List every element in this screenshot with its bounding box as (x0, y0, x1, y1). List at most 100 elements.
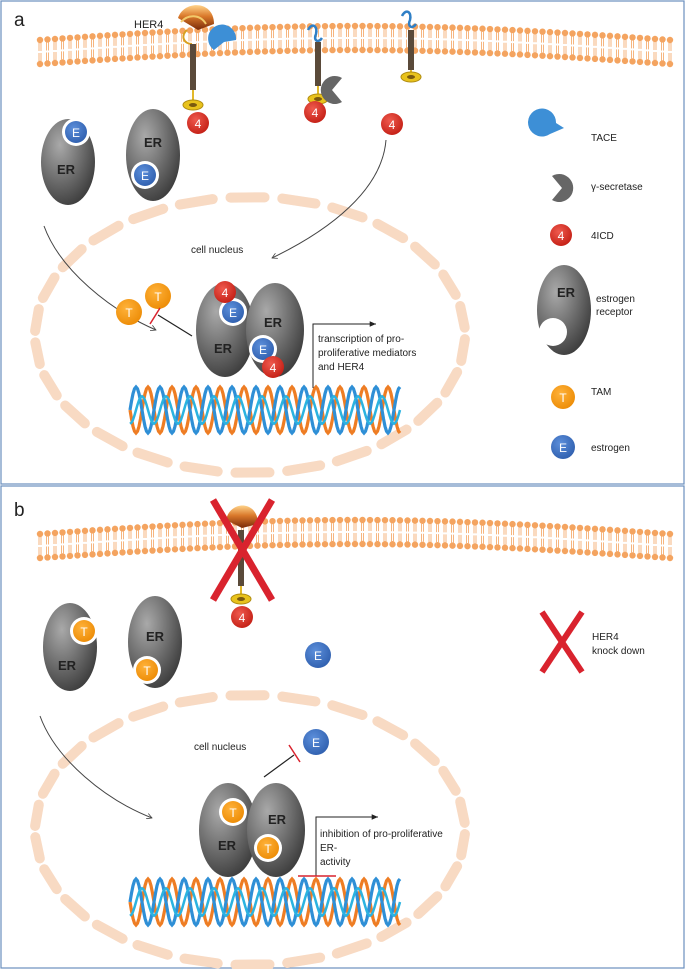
estrogen-icon (134, 164, 156, 186)
lipid-head (149, 53, 156, 60)
lipid-head (531, 546, 539, 553)
lipid-head (44, 60, 51, 67)
lipid-head (636, 34, 644, 42)
lipid-head (89, 551, 96, 558)
lipid-head (576, 30, 584, 38)
nuclear-pore-segment (174, 692, 218, 708)
lipid-head (336, 22, 344, 30)
lipid-head (74, 552, 81, 559)
lipid-head (486, 519, 494, 527)
4icd-label: 4 (222, 286, 229, 300)
lipid-head (291, 47, 299, 54)
lipid-head (381, 540, 389, 548)
lipid-head (321, 46, 329, 54)
4icd-nuclear-2 (262, 356, 284, 378)
lipid-head (471, 25, 479, 32)
er-translocation-arrow-b (39, 715, 152, 818)
lipid-head (89, 57, 96, 64)
lipid-head (599, 526, 606, 533)
lipid-head (554, 29, 561, 36)
lipid-head (291, 23, 299, 30)
lipid-head (66, 58, 74, 66)
lipid-head (449, 24, 456, 31)
estrogen-free-b2 (303, 729, 329, 755)
lipid-head (666, 36, 674, 44)
lipid-head (239, 24, 246, 32)
legend-estrogen-symbol: E (559, 441, 567, 455)
lipid-head (299, 541, 306, 548)
lipid-head (426, 517, 434, 525)
lipid-head (329, 516, 336, 524)
estrogen-free-b1-label: E (314, 649, 322, 663)
lipid-head (104, 56, 111, 63)
lipid-head (51, 59, 59, 67)
lipid-head (389, 23, 396, 30)
lipid-head (479, 49, 486, 56)
estrogen-icon (252, 338, 274, 360)
lipid-head (104, 32, 111, 39)
lipid-head (359, 516, 366, 524)
estrogen-free-b2-label: E (312, 736, 320, 750)
4icd-b (231, 606, 253, 628)
lipid-head (411, 541, 419, 548)
lipid-head (659, 36, 666, 43)
lipid-head (36, 530, 44, 538)
nuclear-pore-segment (37, 272, 60, 303)
lipid-head (471, 49, 479, 56)
inhibited-transcription-arrow (315, 814, 378, 876)
lipid-head (59, 59, 66, 66)
lipid-head (51, 529, 59, 537)
lipid-head (404, 541, 411, 548)
4icd-nuclear-1 (214, 281, 236, 303)
lipid-head (614, 551, 621, 558)
lipid-head (261, 48, 269, 55)
lipid-head (96, 526, 104, 534)
lipid-head (494, 520, 501, 527)
lipid-head (351, 22, 359, 30)
lipid-head (209, 520, 216, 527)
lipid-head (231, 25, 239, 32)
lipid-head (539, 28, 546, 35)
lipid-head (576, 548, 584, 556)
lipid-head (434, 517, 441, 525)
lipid-head (636, 58, 644, 66)
lipid-head (486, 49, 494, 57)
lipid-head (614, 527, 621, 534)
lipid-head (561, 53, 569, 61)
estrogen-icon (65, 121, 87, 143)
lipid-head (351, 540, 359, 548)
lipid-head (126, 524, 134, 532)
er-translocation-arrow-a (43, 225, 156, 330)
lipid-head (546, 522, 554, 530)
cell-membrane-b (36, 516, 674, 562)
lipid-head (261, 542, 269, 549)
lipid-head (164, 28, 171, 35)
lipid-head (254, 24, 261, 31)
lipid-head (389, 541, 396, 548)
lipid-head (554, 523, 561, 530)
legend-4icd-icon (550, 224, 572, 246)
legend-4icd-label: 4ICD (591, 231, 614, 242)
lipid-head (419, 541, 426, 548)
lipid-head (539, 546, 546, 553)
lipid-head (381, 22, 389, 30)
legend-tace-label: TACE (591, 133, 617, 144)
lipid-head (621, 527, 629, 535)
lipid-head (81, 527, 89, 535)
tam-icon (222, 801, 244, 823)
lipid-head (216, 49, 224, 57)
4icd-a2-label: 4 (312, 106, 319, 120)
nuclear-pore-segment (413, 891, 443, 920)
nuclear-pore-segment (60, 400, 90, 429)
lipid-head (51, 553, 59, 561)
nuclear-pore-segment (179, 461, 223, 477)
lipid-head (629, 528, 636, 535)
lipid-head (516, 51, 524, 58)
transcription-arrow (312, 321, 376, 388)
dna-strand-cyan (129, 394, 402, 426)
legend-estrogen-receptor-line2: receptor (596, 307, 633, 318)
lipid-head (441, 24, 449, 31)
legend-estrogen-receptor-line1: estrogen (596, 294, 635, 305)
inhibition-text-3: activity (320, 857, 351, 868)
lipid-head (561, 547, 569, 555)
